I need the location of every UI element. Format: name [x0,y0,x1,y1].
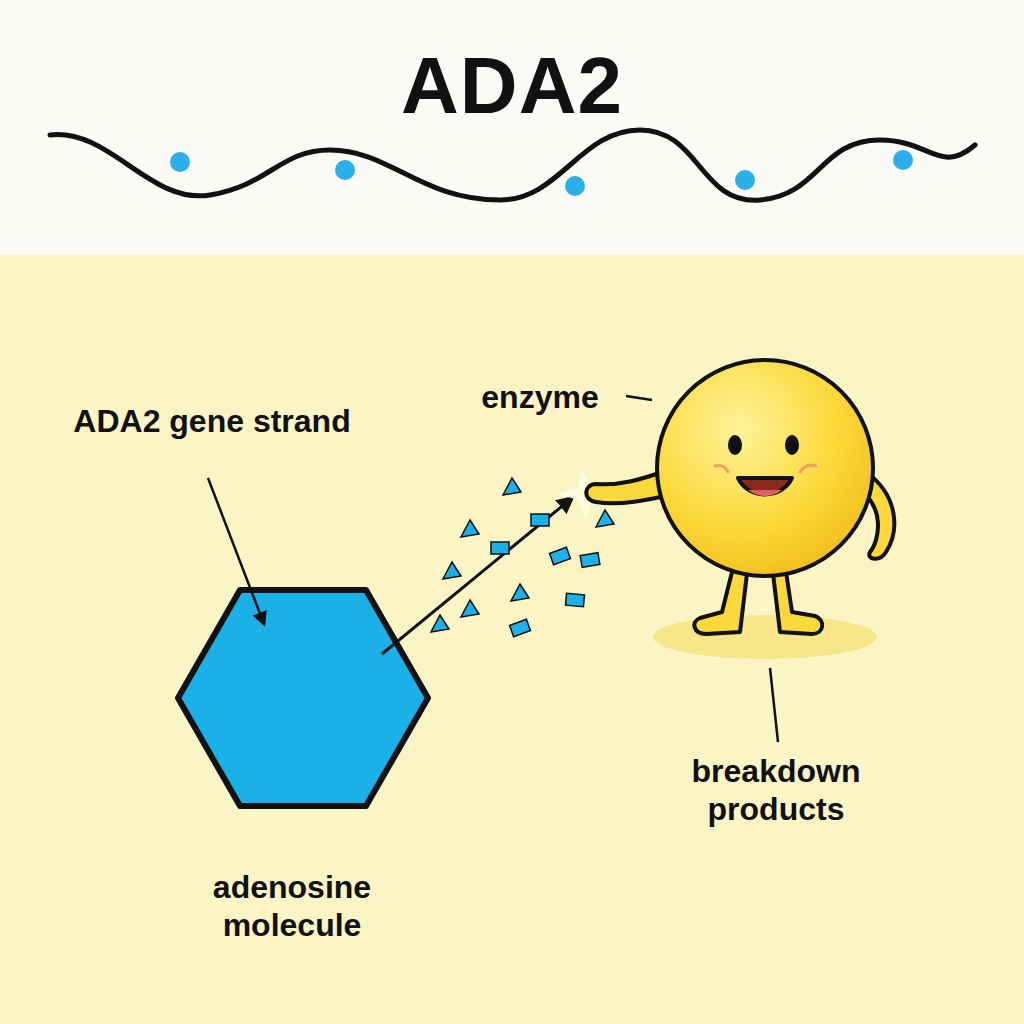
ground [0,255,1024,1024]
fragment [509,619,530,636]
adenosine-hexagon [178,590,428,806]
label: ADA2 gene strand [62,402,362,440]
fragment [431,615,449,632]
leader-line [208,478,264,624]
fragment [580,553,600,568]
top-band [0,0,1024,255]
fragment [461,520,479,537]
fragment [461,600,479,617]
leader-line [770,668,778,742]
enzyme-character [586,360,894,634]
reaction-arrow [382,498,572,654]
fragment [503,478,521,495]
gene-dots [170,150,913,196]
fragment [549,547,570,564]
fragment [566,593,585,607]
fragment [491,542,509,554]
fragment [596,510,614,527]
leader-line [626,396,652,400]
gene-strand [50,130,975,200]
fragment [531,514,549,526]
fragment [511,584,529,601]
shadow [653,615,877,659]
fragment [443,562,461,579]
label: enzyme [455,378,625,416]
title: ADA2 [212,40,812,132]
label: adenosine molecule [152,868,432,944]
label: breakdown products [646,752,906,828]
